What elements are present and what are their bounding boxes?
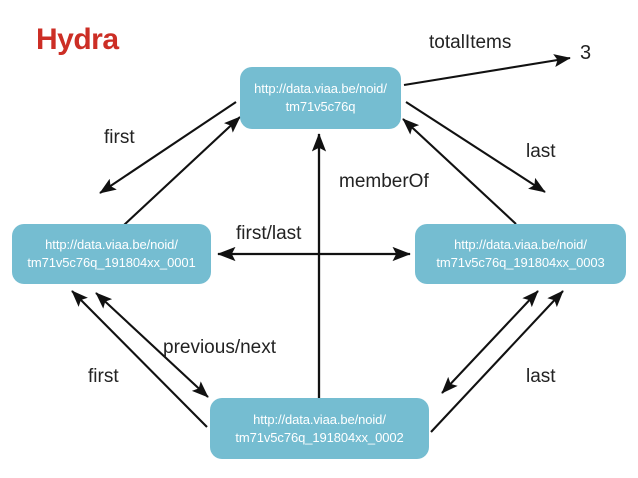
edge-label-first-last: first/last [236,223,302,244]
edge-label-total-items: totalItems [429,32,512,53]
node-collection[interactable]: http://data.viaa.be/noid/ tm71v5c76q [240,67,401,129]
total-items-value: 3 [580,42,592,64]
edge-first-top-single [123,116,241,226]
edge-label-last-bottom: last [526,366,556,387]
edge-label-previous-next: previous/next [163,337,277,358]
edge-last-bottom-single [430,290,564,433]
edge-label-last-top: last [526,141,556,162]
edge-total-items [403,54,571,87]
page-title: Hydra [36,23,119,56]
edge-last-bottom-double [441,290,539,394]
node-page-0002[interactable]: http://data.viaa.be/noid/ tm71v5c76q_191… [210,398,429,459]
node-page-0003[interactable]: http://data.viaa.be/noid/ tm71v5c76q_191… [415,224,626,284]
edge-label-first-top: first [104,127,135,148]
edge-first-bottom [71,290,208,428]
edge-label-first-bottom: first [88,366,119,387]
edge-label-member-of: memberOf [339,171,429,192]
node-page-0001[interactable]: http://data.viaa.be/noid/ tm71v5c76q_191… [12,224,211,284]
